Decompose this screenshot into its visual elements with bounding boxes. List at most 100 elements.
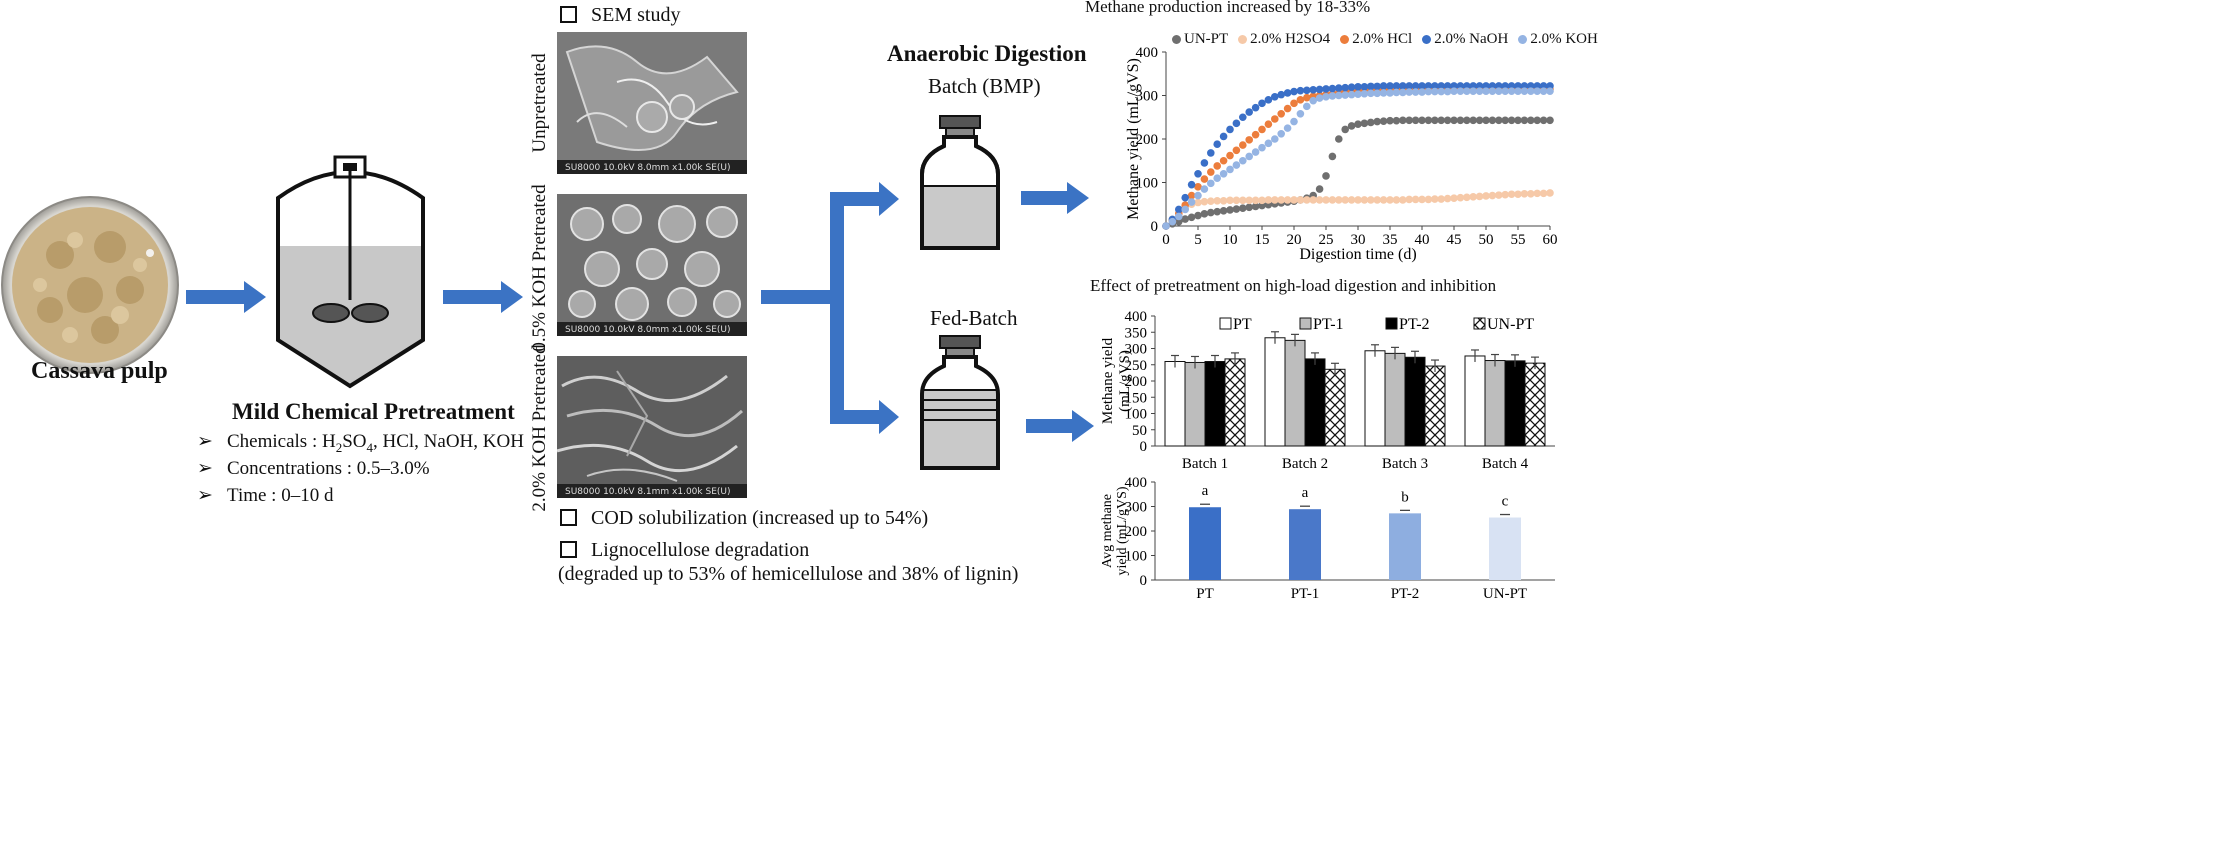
y-tick-label: 100 [1136,176,1159,192]
data-point [1303,93,1311,102]
data-point [1315,85,1324,94]
data-point [1341,91,1349,99]
sem-label-20-koh: 2.0% KOH Pretreated [529,344,550,512]
legend-item: 2.0% H2SO4 [1238,31,1330,48]
ligno-detail-text: (degraded up to 53% of hemicellulose and… [558,563,1019,585]
data-point [1360,89,1369,98]
data-point [1200,185,1209,193]
data-point [1200,175,1209,183]
data-point [1303,196,1311,204]
data-point [1207,149,1215,157]
bar [1184,361,1206,447]
data-point [1443,194,1452,203]
data-point [1392,82,1401,90]
data-point [1431,82,1439,90]
data-point [1251,196,1260,205]
data-point [1399,88,1407,97]
data-point [1194,170,1202,178]
bar [1489,517,1521,580]
significance-label: a [1202,483,1209,499]
legend-item: 2.0% HCl [1340,31,1412,48]
legend-item: 2.0% NaOH [1422,31,1508,48]
data-point [1392,196,1401,204]
data-point [1239,113,1247,122]
data-point [1520,116,1529,125]
data-point [1181,193,1189,202]
data-point [1251,130,1260,139]
data-point [1226,196,1234,205]
data-point [1226,165,1234,174]
data-point [1347,83,1356,92]
legend-label: 2.0% KOH [1530,31,1598,47]
data-point [1520,82,1529,90]
bar [1364,350,1386,447]
pretreatment-item-time: ➢Time : 0–10 d [197,485,334,506]
category-label: PT-1 [1291,586,1320,602]
data-point [1232,205,1241,213]
data-point [1226,151,1234,160]
legend-marker [1518,35,1528,44]
x-tick-label: 55 [1511,232,1526,248]
data-point [1443,87,1452,96]
data-point [1399,116,1407,125]
data-point [1392,88,1401,97]
arrow-to-batch-chart [1021,182,1089,214]
data-point [1277,196,1285,204]
chart1-title: Methane production increased by 18-33% [1085,0,1371,16]
data-point [1533,82,1541,90]
data-point [1514,190,1522,199]
data-point [1283,104,1292,113]
data-point [1187,180,1196,189]
legend-label: 2.0% H2SO4 [1250,31,1331,47]
legend-item: UN-PT [1172,31,1228,48]
data-point [1335,196,1343,204]
cassava-label: Cassava pulp [31,358,168,384]
legend-marker [1299,317,1312,330]
data-point [1379,89,1388,97]
data-point [1219,156,1228,165]
legend-label: UN-PT [1487,316,1534,333]
batch-bottle-icon [920,115,1000,250]
pretreatment-title: Mild Chemical Pretreatment [232,399,515,424]
legend-marker [1385,317,1398,330]
y-axis-label: Methane yield(mL/gVS) [1100,337,1133,424]
y-tick-label: 400 [1125,475,1148,491]
data-point [1277,109,1285,118]
y-tick-label: 0 [1140,573,1148,589]
y-tick-label: 300 [1125,342,1148,358]
y-tick-label: 50 [1132,423,1147,439]
sem-image-20-koh: SU8000 10.0kV 8.1mm x1.00k SE(U) [557,356,747,498]
legend-item: 2.0% KOH [1518,31,1598,48]
legend-label: 2.0% HCl [1352,31,1413,47]
significance-label: a [1302,485,1309,501]
data-point [1379,196,1388,204]
data-point [1527,190,1535,198]
data-point [1482,87,1490,95]
data-point [1251,202,1260,211]
data-point [1239,204,1247,212]
cod-text: COD solubilization (increased up to 54%) [560,507,928,530]
data-point [1271,93,1279,101]
x-axis-label: Digestion time (d) [1299,246,1416,263]
data-point [1392,116,1401,125]
data-point [1373,82,1381,91]
data-point [1373,89,1381,98]
bar [1404,356,1426,447]
data-point [1437,116,1445,125]
bar [1504,360,1526,447]
x-tick-label: 45 [1447,232,1462,248]
data-point [1290,196,1298,204]
data-point [1450,194,1458,202]
data-point [1328,196,1337,204]
data-point [1175,205,1183,214]
data-point [1450,116,1458,125]
category-label: Batch 4 [1482,456,1529,472]
data-point [1539,87,1548,95]
data-point [1328,152,1337,161]
data-point [1539,82,1548,90]
data-point [1405,195,1413,204]
data-point [1251,103,1260,112]
significance-label: b [1401,489,1409,505]
data-point [1309,96,1317,105]
